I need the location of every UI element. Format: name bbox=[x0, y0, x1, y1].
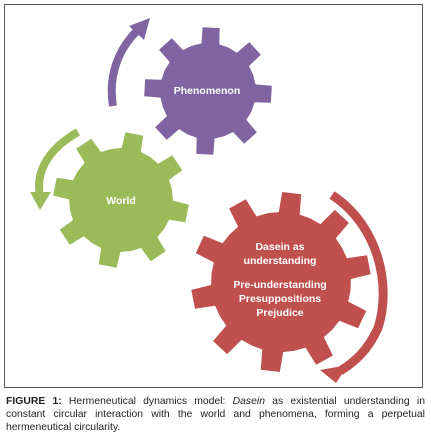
red-arrow bbox=[329, 191, 388, 375]
dasein-line4: Presuppositions bbox=[239, 293, 321, 305]
dasein-line2: understanding bbox=[244, 255, 317, 267]
dasein-word: Dasein bbox=[255, 241, 289, 253]
dasein-line3: Pre-understanding bbox=[233, 279, 326, 291]
purple-arrowhead bbox=[129, 18, 150, 40]
caption-text-after: as existential understanding in constant… bbox=[6, 396, 425, 433]
red-arrowhead bbox=[320, 365, 348, 383]
caption-label: FIGURE 1: bbox=[6, 396, 62, 407]
dasein-gear bbox=[191, 192, 371, 372]
phenomenon-gear bbox=[144, 27, 272, 155]
dasein-line5: Prejudice bbox=[256, 307, 303, 319]
world-label: World bbox=[106, 195, 136, 207]
dasein-line1: Dasein as bbox=[255, 241, 304, 253]
dasein-as: as bbox=[290, 241, 305, 253]
purple-arrow bbox=[107, 25, 143, 107]
phenomenon-label: Phenomenon bbox=[174, 85, 241, 97]
world-gear bbox=[53, 132, 189, 268]
hermeneutical-diagram: Phenomenon World Dasein as understanding… bbox=[30, 18, 388, 383]
caption-italic-word: Dasein bbox=[232, 396, 265, 407]
figure-caption: FIGURE 1: Hermeneutical dynamics model: … bbox=[6, 395, 425, 434]
caption-text-before: Hermeneutical dynamics model: bbox=[61, 396, 233, 407]
green-arrowhead bbox=[30, 192, 51, 210]
green-arrow bbox=[35, 128, 81, 197]
